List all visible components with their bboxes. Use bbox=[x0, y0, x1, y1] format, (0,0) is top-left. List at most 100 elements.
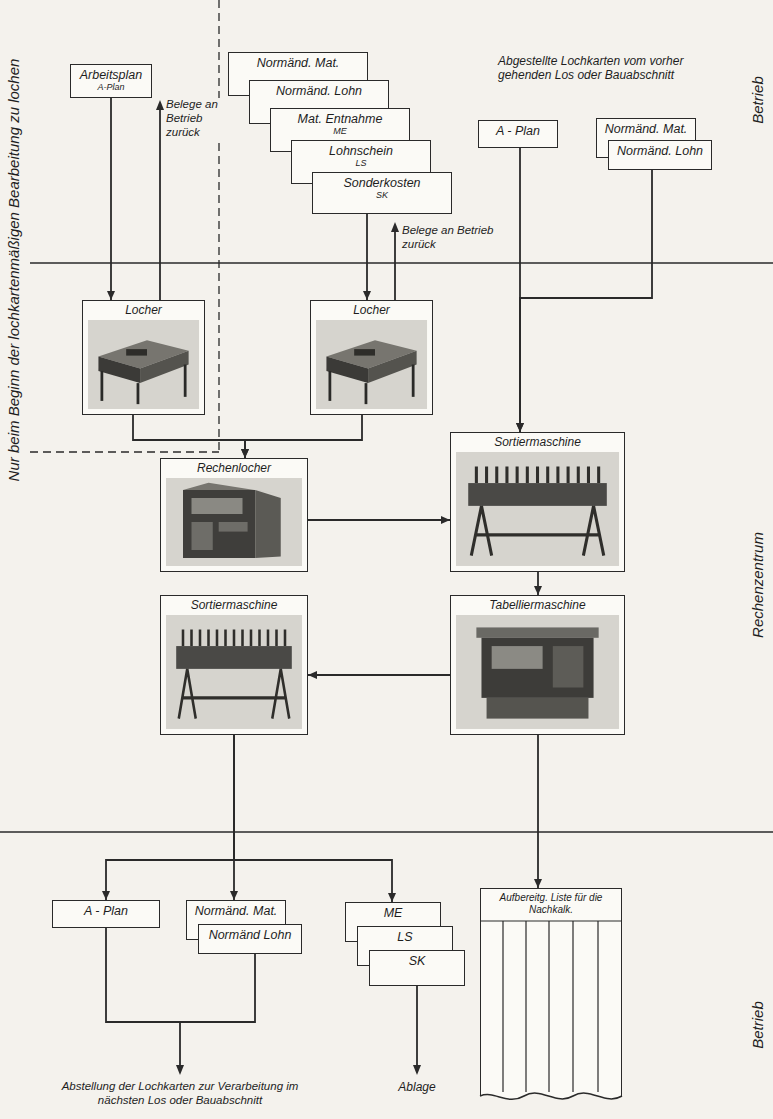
connector-line bbox=[537, 735, 539, 888]
note-label: Abstellung der Lochkarten zur Verarbeitu… bbox=[45, 1080, 315, 1108]
machine-ground bbox=[450, 595, 625, 735]
flow-connector bbox=[308, 671, 450, 679]
punch-card: Normänd. Lohn bbox=[608, 140, 712, 170]
node-text: SK bbox=[318, 191, 446, 201]
note-label: Ablage bbox=[377, 1080, 457, 1094]
dashed-border bbox=[218, 0, 219, 452]
node-text: Locher bbox=[315, 303, 428, 317]
node-text: LS bbox=[297, 159, 425, 169]
punch-card: ArbeitsplanA-Plan bbox=[70, 64, 152, 98]
filing-arrow bbox=[416, 986, 418, 1066]
node-text: Normänd. Lohn bbox=[255, 84, 383, 99]
node-text: Normänd. Mat. bbox=[602, 122, 690, 137]
connector-line bbox=[520, 170, 652, 432]
node-text: Aufbereitg. Liste für die Nachkalk. bbox=[485, 892, 617, 916]
node-text: LS bbox=[363, 930, 447, 945]
list-sheet-ground bbox=[480, 888, 622, 1099]
section-label: Nur beim Beginn der lochkartenmäßigen Be… bbox=[5, 59, 23, 482]
flow-connector bbox=[102, 735, 234, 900]
arrow-head bbox=[388, 893, 396, 902]
node-text: Normänd. Mat. bbox=[192, 904, 280, 919]
node-text: Normänd. Lohn bbox=[614, 144, 706, 159]
band-line bbox=[30, 262, 773, 264]
arrow-head bbox=[107, 291, 115, 300]
list-sheet: Aufbereitg. Liste für die Nachkalk. bbox=[480, 888, 622, 1096]
node-text: Tabelliermaschine bbox=[455, 598, 620, 612]
node-text: Normänd. Mat. bbox=[234, 56, 362, 71]
flow-connector bbox=[308, 516, 450, 524]
node-text: A - Plan bbox=[58, 904, 154, 919]
node-text: ME bbox=[276, 127, 404, 137]
arrow-head bbox=[230, 891, 238, 900]
tabulator-photo bbox=[456, 615, 619, 729]
machine-ground bbox=[160, 595, 308, 735]
arrow-head bbox=[241, 449, 249, 458]
calculating-punch-photo bbox=[166, 478, 302, 566]
note-label: Belege an Betrieb zurück bbox=[166, 98, 222, 139]
arrow-head bbox=[176, 1065, 184, 1075]
arrow-head bbox=[516, 423, 524, 432]
machine-box: Rechenlocher bbox=[160, 458, 308, 572]
flow-connector bbox=[107, 98, 115, 300]
arrow-head bbox=[102, 891, 110, 900]
note-label: Belege an Betrieb zurück bbox=[402, 224, 497, 252]
flow-connector bbox=[363, 214, 371, 300]
node-text: Normänd Lohn bbox=[204, 928, 296, 943]
arrow-head bbox=[534, 586, 542, 595]
list-columns bbox=[480, 921, 622, 1092]
node-text: Mat. Entnahme bbox=[276, 112, 404, 127]
flow-connector bbox=[534, 572, 542, 595]
flow-connector bbox=[516, 170, 652, 432]
node-text: Lohnschein bbox=[297, 144, 425, 159]
node-text: A - Plan bbox=[484, 124, 552, 139]
machine-ground bbox=[450, 432, 625, 572]
note-label: Abgestellte Lochkarten vom vorher gehend… bbox=[498, 54, 713, 83]
node-text: SK bbox=[375, 954, 459, 969]
punch-card: A - Plan bbox=[52, 900, 160, 928]
section-label: Rechenzentrum bbox=[749, 532, 767, 638]
arrow-head bbox=[363, 291, 371, 300]
node-text: Locher bbox=[87, 303, 200, 317]
return-arrow bbox=[159, 108, 161, 300]
arrow-head bbox=[308, 671, 317, 679]
arrow-head bbox=[441, 516, 450, 524]
machine-box: Sortiermaschine bbox=[160, 595, 308, 735]
filing-arrow bbox=[179, 1022, 181, 1066]
node-text: Sortiermaschine bbox=[165, 598, 303, 612]
punch-card: Normänd Lohn bbox=[198, 924, 302, 954]
machine-box: Sortiermaschine bbox=[450, 432, 625, 572]
sorter-photo bbox=[456, 452, 619, 566]
punch-card: SK bbox=[369, 950, 465, 986]
connector-line bbox=[110, 98, 112, 300]
keypunch-photo bbox=[88, 320, 199, 409]
node-text: Rechenlocher bbox=[165, 461, 303, 475]
punch-card: SonderkostenSK bbox=[312, 172, 452, 214]
machine-ground bbox=[82, 300, 205, 415]
arrow-head bbox=[241, 449, 249, 458]
connector-line bbox=[366, 214, 368, 300]
section-label: Betrieb bbox=[749, 76, 767, 124]
return-arrow bbox=[394, 230, 396, 300]
flow-connector bbox=[241, 415, 362, 458]
arrow-head bbox=[413, 1065, 421, 1075]
arrow-head bbox=[516, 423, 524, 432]
node-text: Sortiermaschine bbox=[455, 435, 620, 449]
flow-connector bbox=[534, 735, 542, 888]
machine-ground bbox=[310, 300, 433, 415]
list-torn-edge bbox=[480, 1093, 622, 1099]
connector-line bbox=[133, 415, 245, 458]
punch-card: A - Plan bbox=[478, 120, 558, 148]
machine-ground bbox=[160, 458, 308, 572]
flow-connector bbox=[234, 735, 396, 902]
node-text: Sonderkosten bbox=[318, 176, 446, 191]
arrow-head bbox=[391, 222, 399, 232]
connector-line bbox=[234, 735, 392, 902]
arrow-head bbox=[534, 879, 542, 888]
arrow-head bbox=[156, 100, 164, 110]
flow-connector bbox=[133, 415, 249, 458]
connector-line bbox=[245, 415, 362, 458]
sorter-photo bbox=[166, 615, 302, 729]
node-text: Arbeitsplan bbox=[76, 68, 146, 83]
node-text: ME bbox=[351, 906, 435, 921]
connector-line bbox=[308, 519, 450, 521]
